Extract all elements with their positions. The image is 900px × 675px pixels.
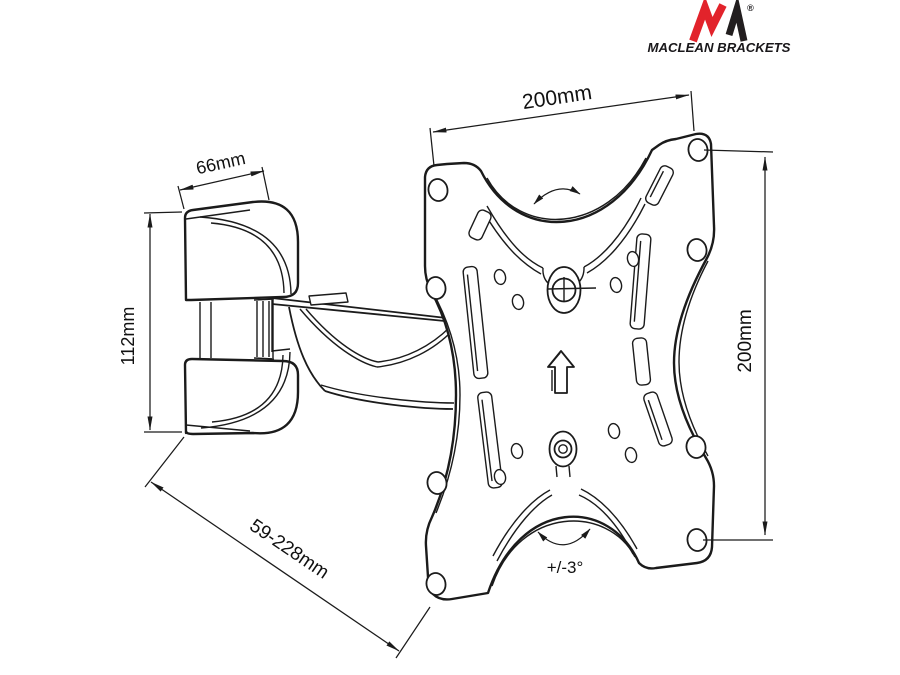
vesa-mount-holes <box>425 138 709 596</box>
wall-bracket <box>183 200 300 436</box>
right-channel <box>629 165 675 447</box>
brand-name: MACLEAN BRACKETS <box>648 41 792 55</box>
logo-m-red <box>689 0 727 43</box>
up-arrow-icon <box>547 350 575 394</box>
dimension-line <box>179 170 265 191</box>
left-channel <box>462 209 503 489</box>
arm-lower-flange <box>324 390 454 410</box>
swivel-arrow-top-icon <box>533 186 581 205</box>
upper-wall-clamp <box>183 200 300 302</box>
extension-line <box>143 211 183 433</box>
dimension-bracket-height: 112mm <box>118 211 183 433</box>
arm-top-tab <box>308 292 349 306</box>
plate-height-label: 200mm <box>735 309 756 372</box>
wall-plate-edge-lines <box>199 302 212 358</box>
brand-logo: ® MACLEAN BRACKETS <box>648 0 792 55</box>
bottom-rib <box>492 488 638 562</box>
hinge-column <box>253 298 275 360</box>
extension-line <box>703 149 774 541</box>
registered-mark: ® <box>747 3 754 13</box>
plate-width-label: 200mm <box>521 81 594 114</box>
tilt-arrow-bottom-icon <box>537 528 591 546</box>
bracket-width-label: 66mm <box>194 148 247 178</box>
logo-m-black <box>725 0 748 42</box>
arm-scoop-edge <box>288 306 326 392</box>
arm-fold-lines <box>299 308 454 368</box>
bottom-pivot-screw <box>548 430 578 478</box>
dimension-line <box>150 481 400 652</box>
dimension-line <box>432 94 690 133</box>
small-mount-holes <box>493 250 640 486</box>
extension-line <box>144 436 431 659</box>
dimension-plate-height: 200mm <box>703 149 774 541</box>
top-pivot-screw <box>546 266 597 314</box>
tilt-range-label: +/-3° <box>547 558 584 577</box>
articulating-arm <box>271 292 456 410</box>
extension-line <box>429 90 695 167</box>
bracket-height-label: 112mm <box>118 307 138 366</box>
dimension-bracket-width: 66mm <box>177 148 270 210</box>
vesa-plate <box>423 132 716 601</box>
arm-upper-edge <box>271 297 456 323</box>
arm-extension-label: 59-228mm <box>246 515 333 583</box>
dimension-arm-extension: 59-228mm <box>144 436 431 659</box>
lower-wall-clamp <box>183 351 300 436</box>
top-rib <box>482 197 646 290</box>
